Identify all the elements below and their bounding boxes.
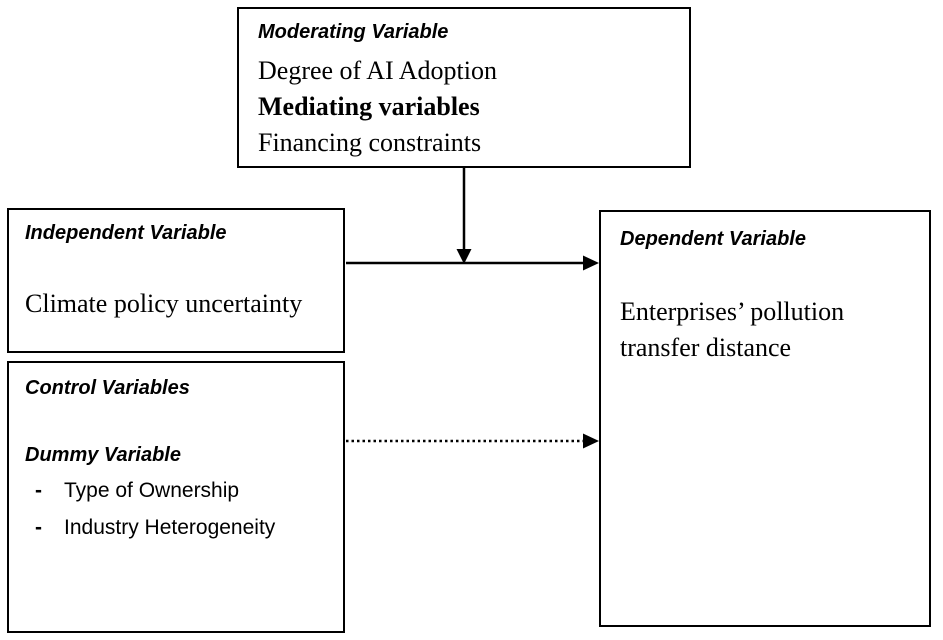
moderating-box-heading: Moderating Variable: [258, 21, 449, 43]
list-item-label: Type of Ownership: [64, 479, 240, 502]
dependent-box-body: Enterprises’ pollution transfer distance: [620, 297, 845, 362]
list-dash: -: [35, 479, 42, 502]
control-variables-box: Control Variables Dummy Variable - Type …: [7, 361, 345, 633]
list-dash: -: [35, 516, 42, 539]
list-item-label: Industry Heterogeneity: [64, 516, 276, 539]
dependent-variable-box: Dependent Variable Enterprises’ pollutio…: [599, 210, 931, 627]
control-box-subheading: Dummy Variable: [25, 444, 181, 466]
list-item: - Industry Heterogeneity: [25, 509, 329, 546]
moderation-arrow: [456, 168, 472, 264]
moderating-variable-box: Moderating Variable Degree of AI Adoptio…: [237, 7, 691, 168]
moderating-line-financing-constraints: Financing constraints: [258, 128, 482, 157]
moderating-line-mediating-variables: Mediating variables: [258, 92, 480, 121]
control-arrow: [346, 433, 599, 449]
independent-box-body: Climate policy uncertainty: [25, 289, 303, 318]
dummy-variable-list: - Type of Ownership - Industry Heterogen…: [25, 472, 329, 546]
independent-variable-box: Independent Variable Climate policy unce…: [7, 208, 345, 353]
independent-box-heading: Independent Variable: [25, 222, 227, 244]
control-box-heading: Control Variables: [25, 377, 190, 399]
main-effect-arrow: [346, 255, 599, 271]
moderating-line-degree-of-ai-adoption: Degree of AI Adoption: [258, 56, 498, 85]
list-item: - Type of Ownership: [25, 472, 329, 509]
dependent-box-heading: Dependent Variable: [620, 228, 806, 250]
